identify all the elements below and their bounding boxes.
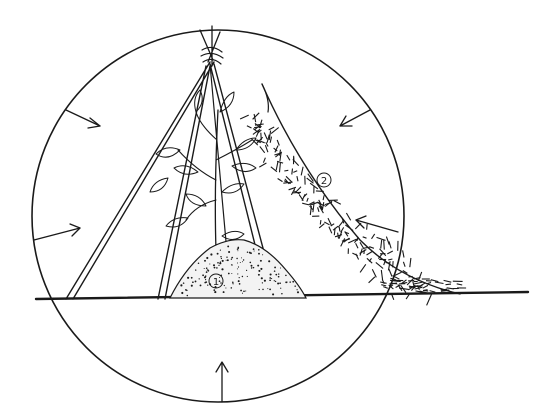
leafy-branch [150,90,256,250]
tinder-pile [170,240,306,298]
arrow-left-icon [34,224,80,240]
arrow-top-right-icon [340,110,370,126]
callout-branches-label: 2 [321,176,327,187]
arrow-right-icon [356,216,398,232]
arrow-bottom-icon [216,362,228,402]
pole-lashing [200,26,223,66]
callout-pile-label: 1 [213,277,219,288]
callout-branches: 2 [317,173,331,187]
arrow-top-left-icon [66,110,100,128]
